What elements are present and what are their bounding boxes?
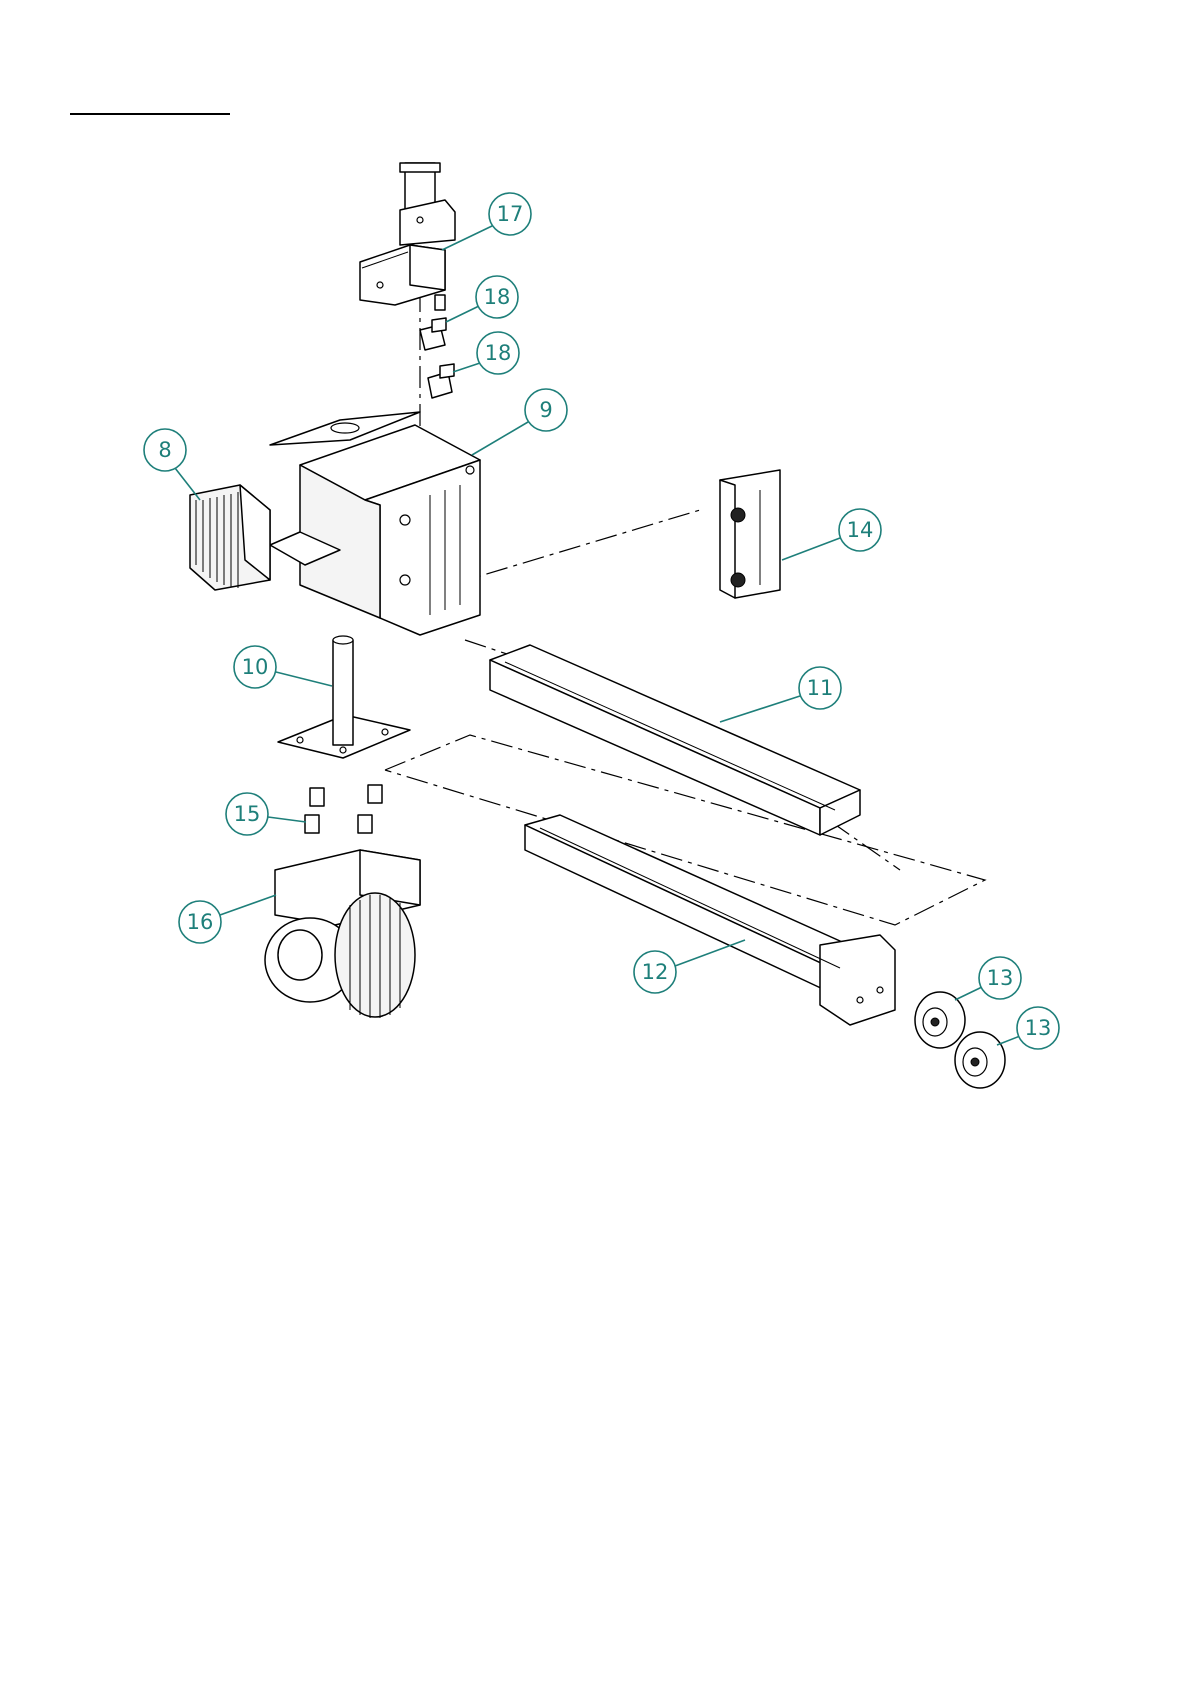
callout-9: 9 bbox=[472, 389, 567, 455]
callout-13-front: 13 bbox=[955, 957, 1021, 1000]
part-drive-wheel-unit bbox=[265, 850, 420, 1018]
svg-text:9: 9 bbox=[539, 398, 552, 422]
part-bracket-upper bbox=[420, 318, 446, 350]
callout-16: 16 bbox=[179, 895, 276, 943]
part-upper-lift-assembly bbox=[360, 163, 455, 310]
part-main-frame bbox=[270, 412, 480, 635]
part-controller-module bbox=[190, 485, 270, 590]
svg-text:17: 17 bbox=[497, 202, 524, 226]
part-roller-rear bbox=[955, 1032, 1005, 1088]
svg-text:18: 18 bbox=[484, 285, 511, 309]
callout-13-rear: 13 bbox=[997, 1007, 1059, 1049]
svg-text:11: 11 bbox=[807, 676, 834, 700]
part-side-bracket bbox=[720, 470, 780, 598]
part-spacer bbox=[305, 785, 382, 833]
callout-18-upper: 18 bbox=[446, 276, 518, 322]
svg-text:8: 8 bbox=[158, 438, 171, 462]
callout-10: 10 bbox=[234, 646, 332, 688]
part-roller-front bbox=[915, 992, 965, 1048]
callout-12: 12 bbox=[634, 940, 745, 993]
callout-11: 11 bbox=[720, 667, 841, 722]
part-lower-leg bbox=[525, 815, 895, 1025]
part-column-tube bbox=[278, 636, 410, 758]
part-bracket-lower bbox=[428, 364, 454, 398]
svg-text:10: 10 bbox=[242, 655, 269, 679]
svg-text:14: 14 bbox=[847, 518, 874, 542]
callout-15: 15 bbox=[226, 793, 306, 835]
svg-text:16: 16 bbox=[187, 910, 214, 934]
svg-text:15: 15 bbox=[234, 802, 261, 826]
svg-text:13: 13 bbox=[987, 966, 1014, 990]
callout-18-lower: 18 bbox=[453, 332, 519, 374]
svg-text:13: 13 bbox=[1025, 1016, 1052, 1040]
callout-8: 8 bbox=[144, 429, 200, 500]
svg-text:18: 18 bbox=[485, 341, 512, 365]
svg-text:12: 12 bbox=[642, 960, 669, 984]
callout-labels: 17 18 18 9 8 14 10 bbox=[144, 193, 1059, 1049]
callout-14: 14 bbox=[782, 509, 881, 560]
